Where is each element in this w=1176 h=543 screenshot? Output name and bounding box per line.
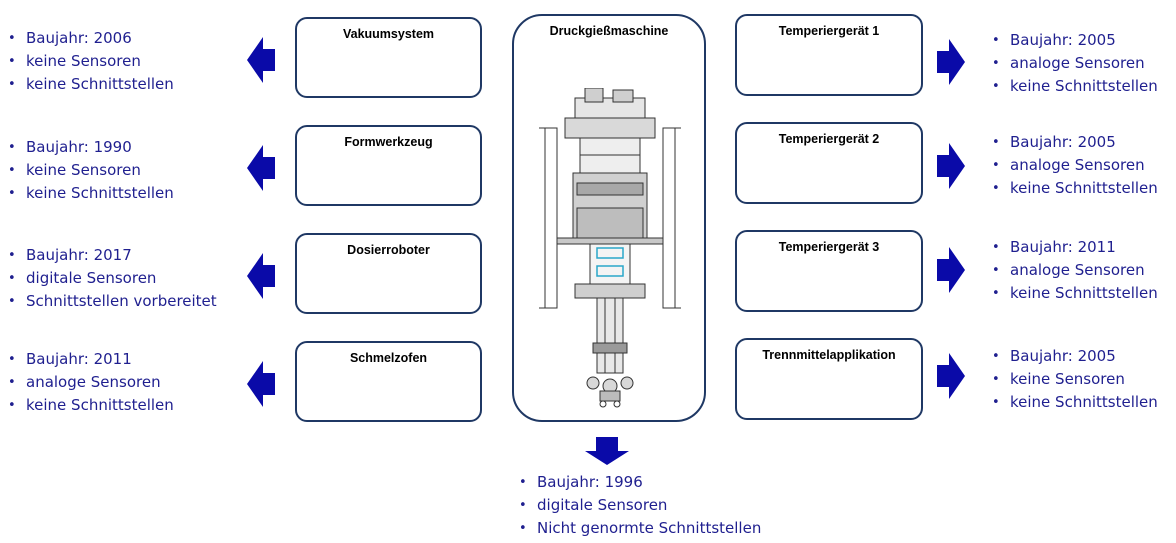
box-title: Schmelzofen: [349, 351, 428, 365]
spec-list-trennmittelapplikation: •Baujahr: 2005 •keine Sensoren •keine Sc…: [990, 345, 1158, 414]
list-item: •Schnittstellen vorbereitet: [8, 292, 217, 310]
list-item: •keine Sensoren: [8, 161, 141, 179]
box-formwerkzeug: Formwerkzeug: [295, 125, 482, 206]
list-item: •keine Sensoren: [992, 370, 1125, 388]
box-title: Formwerkzeug: [344, 135, 433, 149]
list-item: •analoge Sensoren: [992, 261, 1145, 279]
spec-list-dosierroboter: •Baujahr: 2017 •digitale Sensoren •Schni…: [6, 244, 217, 313]
box-title: Temperiergerät 2: [778, 132, 880, 146]
arrow-right-icon: [937, 353, 965, 399]
box-dosierroboter: Dosierroboter: [295, 233, 482, 314]
box-title: Temperiergerät 3: [778, 240, 880, 254]
list-item: •keine Schnittstellen: [8, 184, 174, 202]
spec-list-vakuumsystem: •Baujahr: 2006 •keine Sensoren •keine Sc…: [6, 27, 174, 96]
box-vakuumsystem: Vakuumsystem: [295, 17, 482, 98]
list-item: •Baujahr: 2017: [8, 246, 132, 264]
box-title: Trennmittelapplikation: [762, 348, 896, 362]
list-item: •Baujahr: 2005: [992, 133, 1116, 151]
spec-list-schmelzofen: •Baujahr: 2011 •analoge Sensoren •keine …: [6, 348, 174, 417]
box-title: Temperiergerät 1: [778, 24, 880, 38]
list-item: •Baujahr: 2011: [992, 238, 1116, 256]
spec-list-formwerkzeug: •Baujahr: 1990 •keine Sensoren •keine Sc…: [6, 136, 174, 205]
arrow-right-icon: [937, 39, 965, 85]
list-item: •Baujahr: 1996: [519, 473, 643, 491]
box-title: Dosierroboter: [347, 243, 430, 257]
list-item: •analoge Sensoren: [8, 373, 161, 391]
arrow-right-icon: [937, 247, 965, 293]
list-item: •keine Schnittstellen: [8, 75, 174, 93]
list-item: •digitale Sensoren: [519, 496, 668, 514]
box-temperiergeraet-2: Temperiergerät 2: [735, 122, 923, 204]
list-item: •Baujahr: 2006: [8, 29, 132, 47]
list-item: •Baujahr: 2005: [992, 31, 1116, 49]
arrow-left-icon: [247, 145, 275, 191]
list-item: •Nicht genormte Schnittstellen: [519, 519, 762, 537]
list-item: •keine Sensoren: [8, 52, 141, 70]
list-item: •analoge Sensoren: [992, 54, 1145, 72]
arrow-left-icon: [247, 37, 275, 83]
list-item: •Baujahr: 2005: [992, 347, 1116, 365]
box-trennmittelapplikation: Trennmittelapplikation: [735, 338, 923, 420]
spec-list-temperiergeraet-1: •Baujahr: 2005 •analoge Sensoren •keine …: [990, 29, 1158, 98]
spec-list-druckgiessmaschine: •Baujahr: 1996 •digitale Sensoren •Nicht…: [517, 471, 761, 540]
list-item: •analoge Sensoren: [992, 156, 1145, 174]
list-item: •keine Schnittstellen: [992, 179, 1158, 197]
arrow-down-icon: [585, 437, 629, 465]
list-item: •Baujahr: 1990: [8, 138, 132, 156]
box-temperiergeraet-3: Temperiergerät 3: [735, 230, 923, 312]
machine-drawing: [539, 88, 681, 408]
box-title: Druckgießmaschine: [549, 24, 669, 38]
box-schmelzofen: Schmelzofen: [295, 341, 482, 422]
list-item: •keine Schnittstellen: [992, 284, 1158, 302]
list-item: •digitale Sensoren: [8, 269, 157, 287]
list-item: •Baujahr: 2011: [8, 350, 132, 368]
arrow-left-icon: [247, 253, 275, 299]
list-item: •keine Schnittstellen: [992, 393, 1158, 411]
arrow-right-icon: [937, 143, 965, 189]
list-item: •keine Schnittstellen: [8, 396, 174, 414]
list-item: •keine Schnittstellen: [992, 77, 1158, 95]
arrow-left-icon: [247, 361, 275, 407]
box-title: Vakuumsystem: [342, 27, 435, 41]
spec-list-temperiergeraet-3: •Baujahr: 2011 •analoge Sensoren •keine …: [990, 236, 1158, 305]
spec-list-temperiergeraet-2: •Baujahr: 2005 •analoge Sensoren •keine …: [990, 131, 1158, 200]
box-temperiergeraet-1: Temperiergerät 1: [735, 14, 923, 96]
